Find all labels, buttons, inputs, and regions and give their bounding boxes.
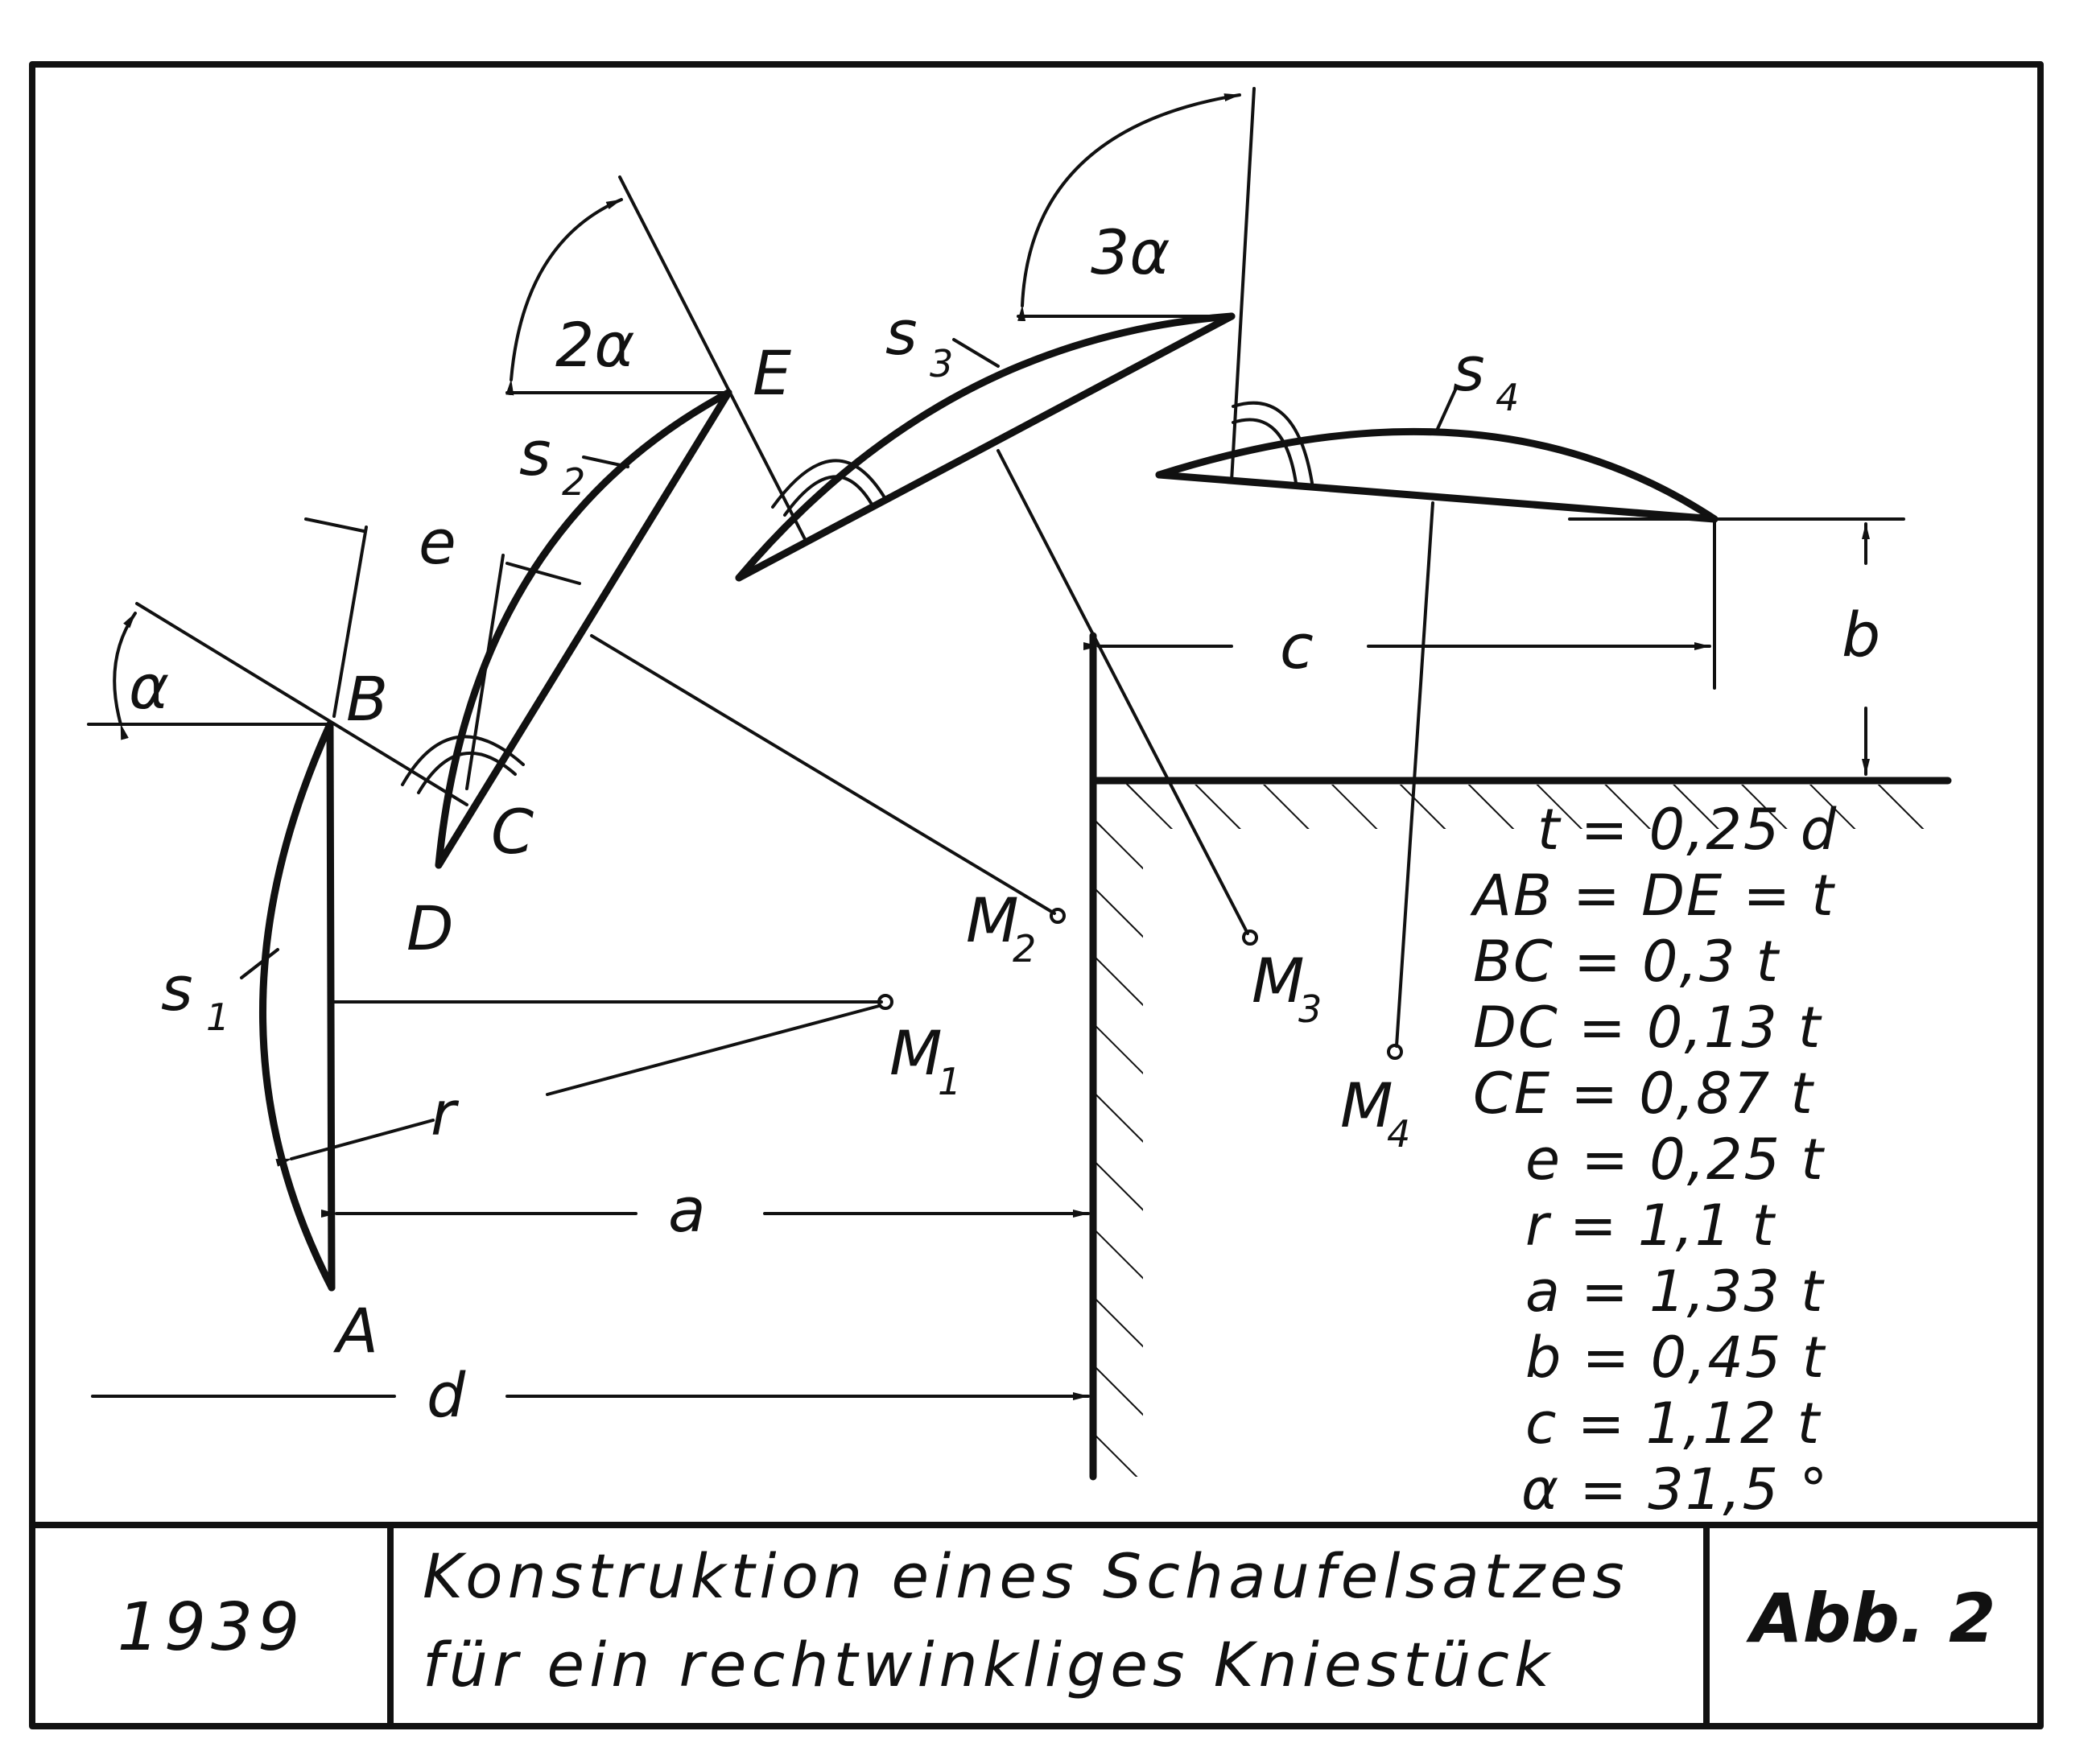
formula-bc: BC = 0,3 t bbox=[1473, 929, 1780, 995]
formula-t: t = 0,25 d bbox=[1537, 797, 1838, 863]
dimension-c: c bbox=[1083, 517, 1716, 690]
vane-s3: s 3 bbox=[735, 297, 1236, 582]
svg-text:3: 3 bbox=[930, 342, 953, 385]
dimension-b-label: b bbox=[1842, 599, 1880, 670]
angle-3alpha-label: 3α bbox=[1091, 216, 1170, 288]
angle-alpha-label: α bbox=[129, 651, 169, 723]
dimension-a: a bbox=[321, 1174, 1090, 1246]
elbow-wall bbox=[1089, 632, 1952, 1481]
dimension-b: b bbox=[1568, 517, 1905, 776]
svg-text:2: 2 bbox=[1013, 927, 1036, 971]
title-line-1: Konstruktion eines Schaufelsatzes bbox=[423, 1540, 1629, 1612]
point-A-label: A bbox=[332, 1295, 378, 1366]
center-M2-label: M bbox=[966, 884, 1019, 956]
point-E-label: E bbox=[753, 337, 791, 409]
dimension-c-label: c bbox=[1280, 611, 1314, 682]
figure-number: Abb. 2 bbox=[1746, 1579, 1996, 1658]
center-M1-label: M bbox=[889, 1017, 943, 1089]
dimension-e-label: e bbox=[419, 506, 456, 578]
formula-a: a = 1,33 t bbox=[1525, 1259, 1825, 1325]
svg-text:1: 1 bbox=[206, 995, 229, 1039]
formula-ce: CE = 0,87 t bbox=[1473, 1061, 1814, 1127]
radius-r-label: r bbox=[431, 1078, 460, 1149]
vane-s3-label: s bbox=[885, 297, 918, 369]
formula-dc: DC = 0,13 t bbox=[1473, 995, 1822, 1061]
center-M4-label: M bbox=[1340, 1070, 1393, 1141]
dimension-d-label: d bbox=[427, 1359, 466, 1431]
point-B-label: B bbox=[346, 663, 388, 735]
svg-text:3: 3 bbox=[1298, 987, 1322, 1031]
title-year: 1939 bbox=[118, 1589, 305, 1666]
point-D-label: D bbox=[406, 892, 454, 964]
vane-s4: s 4 bbox=[1155, 333, 1719, 523]
two-alpha-construction: 2α bbox=[505, 175, 887, 541]
drawing-frame bbox=[29, 61, 2044, 1729]
vane-s1: s 1 A B bbox=[161, 663, 388, 1366]
angle-2alpha-label: 2α bbox=[555, 309, 634, 381]
vane-s1-label: s bbox=[161, 953, 193, 1024]
dimension-e: e bbox=[304, 506, 581, 790]
svg-text:4: 4 bbox=[1387, 1112, 1410, 1156]
svg-text:1: 1 bbox=[938, 1060, 961, 1103]
vane-s2-label: s bbox=[519, 418, 551, 489]
formula-alpha: α = 31,5 ° bbox=[1521, 1457, 1829, 1523]
radius-lines: r M 2 M 3 M 1 M 4 bbox=[275, 449, 1434, 1167]
svg-text:4: 4 bbox=[1496, 376, 1519, 419]
formula-b: b = 0,45 t bbox=[1525, 1325, 1826, 1391]
formula-ab-de: AB = DE = t bbox=[1470, 863, 1835, 929]
vane-s2: s 2 D C E bbox=[401, 337, 791, 964]
formula-r: r = 1,1 t bbox=[1525, 1193, 1776, 1259]
svg-text:2: 2 bbox=[562, 460, 585, 504]
point-C-label: C bbox=[491, 796, 534, 868]
formula-e: e = 0,25 t bbox=[1525, 1127, 1825, 1193]
dimension-a-label: a bbox=[668, 1174, 706, 1246]
formula-c: c = 1,12 t bbox=[1525, 1391, 1822, 1457]
three-alpha-construction: 3α bbox=[1017, 87, 1314, 484]
title-line-2: für ein rechtwinkliges Kniestück bbox=[423, 1629, 1554, 1700]
title-block: 1939 Konstruktion eines Schaufelsatzes f… bbox=[118, 1540, 1996, 1700]
center-M3-label: M bbox=[1252, 945, 1305, 1016]
vane-s4-label: s bbox=[1453, 333, 1485, 405]
dimension-d: d bbox=[91, 1359, 1090, 1431]
formula-list: t = 0,25 d AB = DE = t BC = 0,3 t DC = 0… bbox=[1470, 797, 1838, 1523]
